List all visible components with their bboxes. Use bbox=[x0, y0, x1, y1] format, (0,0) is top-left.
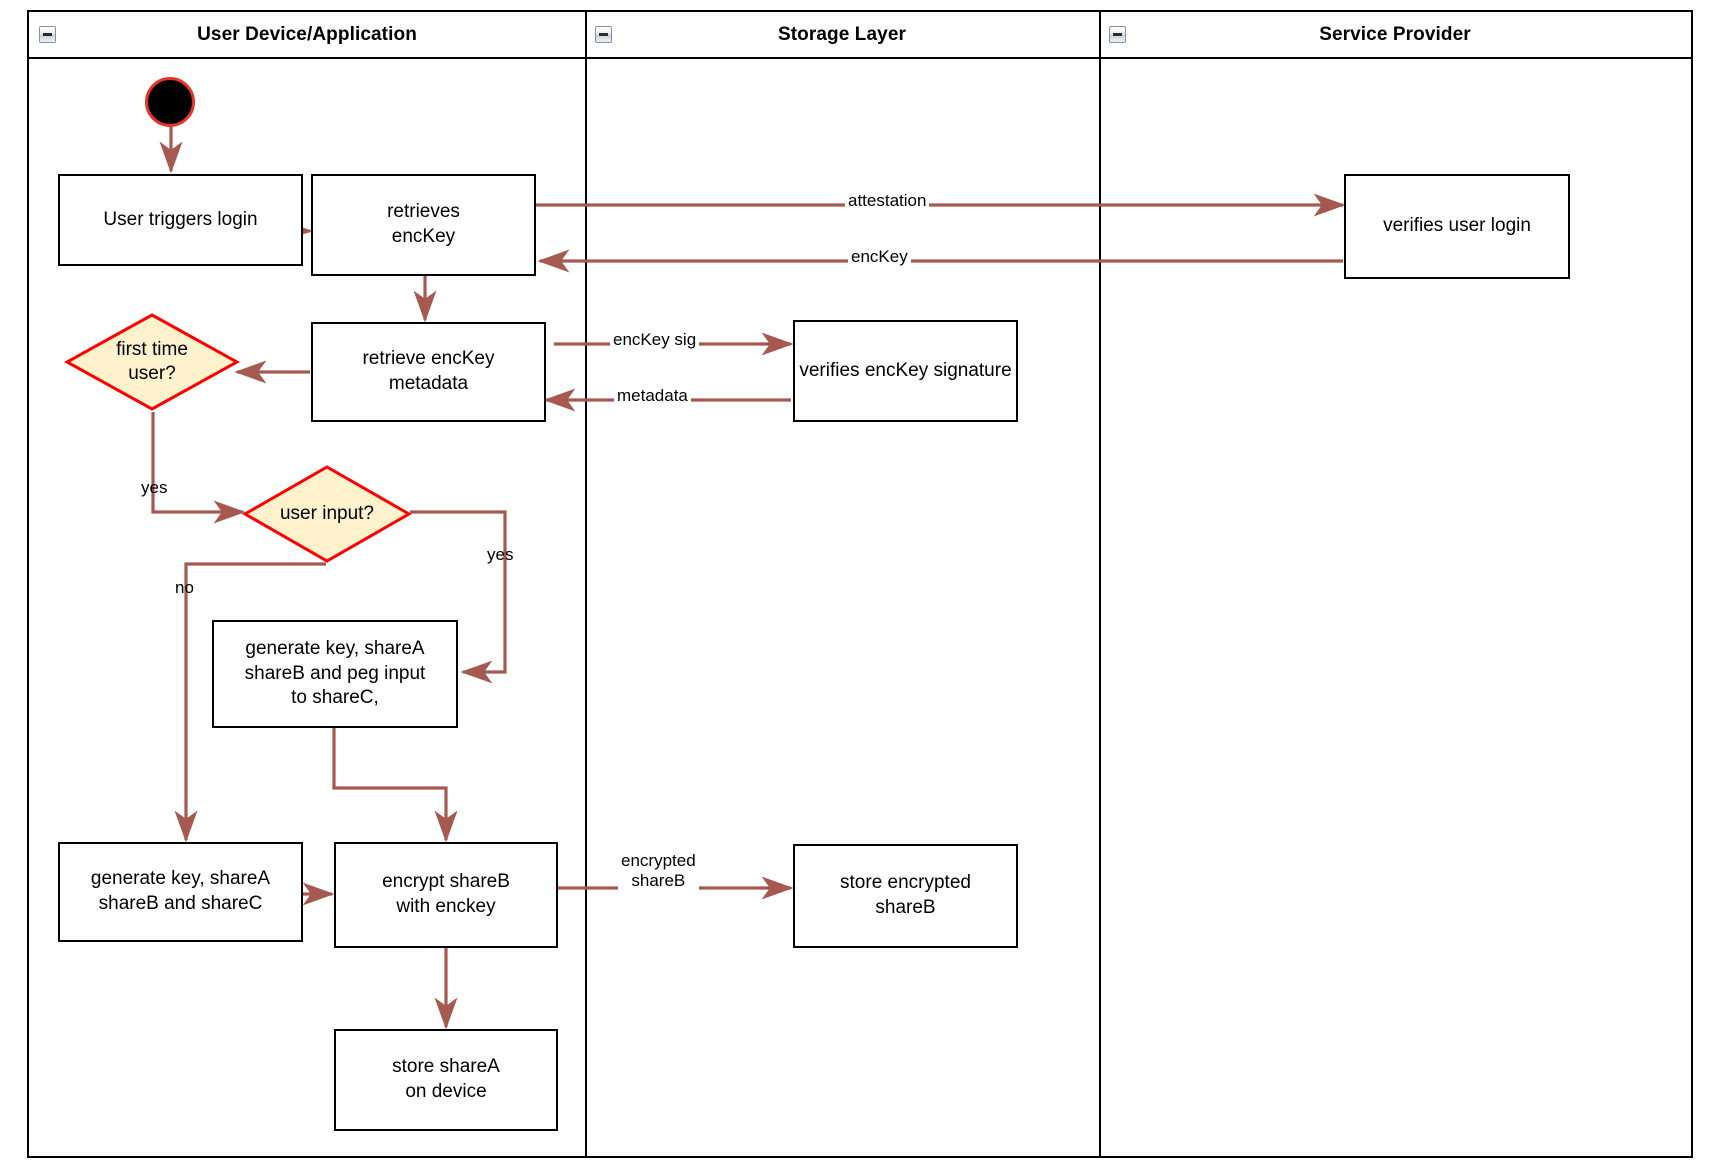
edge-label-metadata: metadata bbox=[614, 386, 691, 406]
lane-header-service-provider: Service Provider bbox=[1099, 12, 1691, 59]
activity-store-sharea-on-device[interactable]: store shareA on device bbox=[334, 1029, 558, 1131]
decision-user-input[interactable]: user input? bbox=[242, 464, 412, 564]
edge-label-yes-user-input: yes bbox=[487, 545, 514, 564]
activity-retrieve-enckey-metadata[interactable]: retrieve encKey metadata bbox=[311, 322, 546, 422]
lane-header-storage-layer: Storage Layer bbox=[585, 12, 1099, 59]
lane-divider-1 bbox=[585, 12, 587, 1156]
activity-label: store shareA on device bbox=[392, 1056, 500, 1102]
activity-verifies-user-login[interactable]: verifies user login bbox=[1344, 174, 1570, 279]
lane-title-storage-layer: Storage Layer bbox=[777, 23, 907, 45]
collapse-minus-icon[interactable] bbox=[39, 26, 56, 43]
edge-label-attestation: attestation bbox=[845, 191, 930, 211]
initial-node[interactable] bbox=[145, 77, 195, 127]
activity-label: verifies user login bbox=[1383, 215, 1531, 237]
edge-label-no-user-input: no bbox=[175, 578, 194, 597]
collapse-minus-icon[interactable] bbox=[595, 26, 612, 43]
activity-label: generate key, shareA shareB and peg inpu… bbox=[244, 637, 426, 709]
activity-encrypt-shareb[interactable]: encrypt shareB with enckey bbox=[334, 842, 558, 948]
activity-generate-key-peg-input[interactable]: generate key, shareA shareB and peg inpu… bbox=[212, 620, 458, 728]
lane-title-service-provider: Service Provider bbox=[1319, 23, 1471, 45]
edge-label-enckey-sig: encKey sig bbox=[610, 330, 700, 350]
edge-label-yes-first-time: yes bbox=[141, 478, 168, 497]
activity-label: encrypt shareB with enckey bbox=[382, 871, 510, 917]
lane-divider-2 bbox=[1099, 12, 1101, 1156]
activity-verifies-enckey-signature[interactable]: verifies encKey signature bbox=[793, 320, 1018, 422]
lane-title-user-device: User Device/Application bbox=[197, 23, 417, 45]
activity-generate-key-shares[interactable]: generate key, shareA shareB and shareC bbox=[58, 842, 303, 942]
activity-label: verifies encKey signature bbox=[799, 359, 1012, 381]
activity-label: store encrypted shareB bbox=[840, 872, 971, 918]
activity-label: retrieves encKey bbox=[387, 201, 460, 247]
activity-user-triggers-login[interactable]: User triggers login bbox=[58, 174, 303, 266]
activity-label: generate key, shareA shareB and shareC bbox=[90, 868, 271, 914]
activity-store-encrypted-shareb[interactable]: store encrypted shareB bbox=[793, 844, 1018, 948]
edge-label-encrypted-shareb-line1: encrypted bbox=[621, 851, 696, 870]
activity-label: User triggers login bbox=[103, 208, 258, 230]
collapse-minus-icon[interactable] bbox=[1109, 26, 1126, 43]
activity-retrieves-enckey[interactable]: retrieves encKey bbox=[311, 174, 536, 276]
lane-header-user-device: User Device/Application bbox=[29, 12, 585, 59]
activity-label: retrieve encKey metadata bbox=[362, 348, 495, 394]
edge-label-enckey: encKey bbox=[848, 247, 911, 267]
decision-first-time-user[interactable]: first time user? bbox=[64, 312, 240, 412]
edge-label-encrypted-shareb-line2: shareB bbox=[631, 870, 686, 890]
edge-label-encrypted-shareb: encrypted shareB bbox=[618, 851, 699, 891]
